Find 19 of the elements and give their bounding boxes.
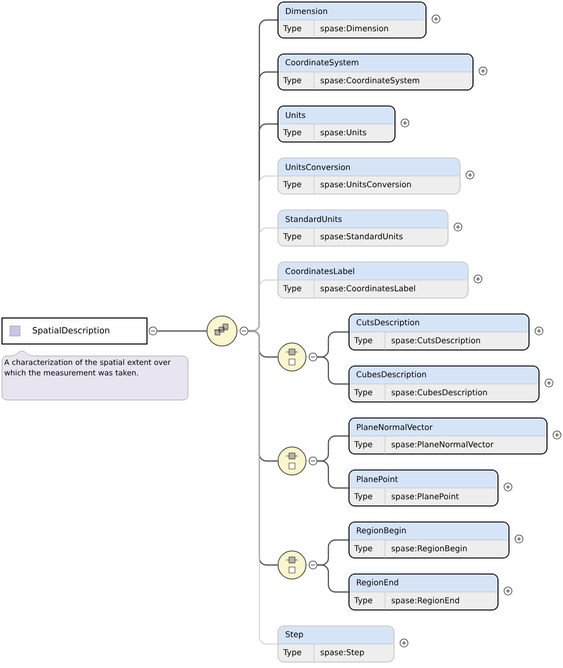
element-box: CubesDescription Type spase:CubesDescription [348,366,540,402]
connector-line [158,330,207,332]
element-box: PlaneNormalVector Type spase:PlaneNormalVector [348,418,548,454]
element-box: SpatialDescription [2,318,148,344]
element-box: CoordinatesLabel Type spase:CoordinatesLabel [278,262,468,298]
element-box: CutsDescription Type spase:CutsDescription [348,314,530,350]
element-box: Dimension Type spase:Dimension [278,2,426,38]
connector-line [317,460,349,489]
connector-line [248,330,278,644]
element-box: Units Type spase:Units [278,106,396,142]
connector-line [317,356,349,385]
element-box: Step Type spase:Step [278,626,394,662]
element-box: RegionBegin Type spase:RegionBegin [348,522,510,558]
element-box: StandardUnits Type spase:StandardUnits [278,210,448,246]
element-box: PlanePoint Type spase:PlanePoint [348,470,498,506]
element-box: RegionEnd Type spase:RegionEnd [348,574,498,610]
element-box: CoordinateSystem Type spase:CoordinateSystem [278,54,474,90]
element-box: UnitsConversion Type spase:UnitsConversion [278,158,460,194]
connector-line [317,564,349,593]
